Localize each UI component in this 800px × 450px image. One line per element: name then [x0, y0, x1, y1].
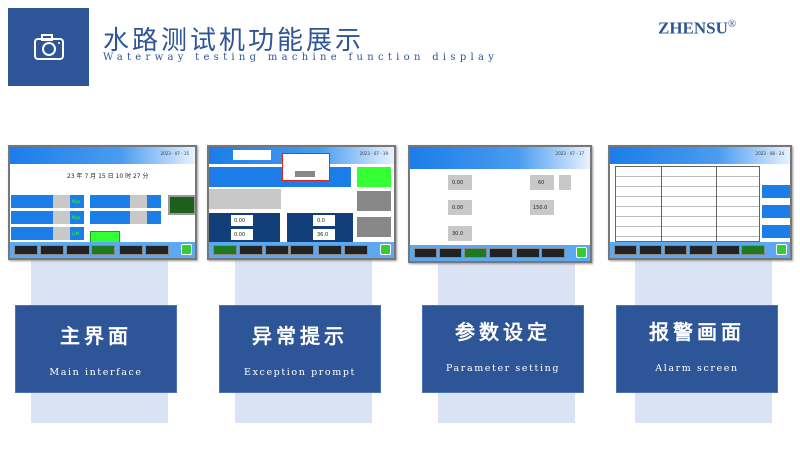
- alarm-table: [615, 166, 760, 242]
- unit-label: L/M: [72, 231, 80, 236]
- card-parameter-setting: 参数设定 Parameter setting: [422, 305, 584, 393]
- page-title: 水路测试机功能展示: [103, 26, 365, 56]
- screenshot-alarm-screen: 2023 - 08 - 24: [608, 145, 792, 260]
- value: 0.00: [234, 218, 246, 224]
- card-exception-prompt: 异常提示 Exception prompt: [219, 305, 381, 393]
- screen-date: 2023 - 07 - 15: [160, 151, 189, 156]
- unit-label: Mpa: [72, 215, 81, 220]
- home-icon: [776, 244, 787, 255]
- page-subtitle: Waterway testing machine function displa…: [103, 52, 499, 63]
- card-subtitle: Exception prompt: [244, 367, 356, 378]
- value: 0.00: [234, 232, 246, 238]
- value: 60: [538, 180, 545, 186]
- screenshot-exception-prompt: 2023 - 07 - 19 0.00 0.00 0.0 36.0: [207, 145, 396, 260]
- screenshot-main-interface: 2023 - 07 - 15 23 年 7 月 15 日 10 时 27 分 M…: [8, 145, 197, 260]
- logo-box: [8, 8, 89, 86]
- value: 0.00: [452, 180, 464, 186]
- card-subtitle: Parameter setting: [445, 363, 561, 374]
- card-subtitle: Main interface: [49, 367, 143, 378]
- card-title: 主界面: [60, 324, 132, 348]
- current-datetime: 23 年 7 月 15 日 10 时 27 分: [67, 173, 149, 180]
- value: 0.00: [452, 205, 464, 211]
- home-icon: [576, 247, 587, 258]
- card-title: 异常提示: [252, 324, 348, 348]
- card-title: 参数设定: [455, 320, 551, 344]
- registered-mark: ®: [727, 18, 737, 30]
- value: 36.0: [317, 232, 329, 238]
- camera-icon: [34, 34, 64, 60]
- brand-name: ZHENSU: [658, 18, 728, 38]
- card-main-interface: 主界面 Main interface: [15, 305, 177, 393]
- unit-label: Mpa: [72, 199, 81, 204]
- exception-popup: [282, 153, 330, 181]
- brand-logo: ZHENSU®: [658, 18, 736, 39]
- card-subtitle: Alarm screen: [655, 363, 739, 374]
- card-alarm-screen: 报警画面 Alarm screen: [616, 305, 778, 393]
- screenshot-parameter-setting: 2023 - 07 - 17 0.00 0.00 30.0 60 150.0: [408, 145, 592, 263]
- value: 150.0: [533, 205, 548, 211]
- value: 0.0: [317, 218, 325, 224]
- home-icon: [380, 244, 391, 255]
- home-icon: [181, 244, 192, 255]
- card-title: 报警画面: [649, 320, 745, 344]
- screen-header: 2023 - 07 - 15: [10, 147, 195, 164]
- value: 30.0: [452, 231, 464, 237]
